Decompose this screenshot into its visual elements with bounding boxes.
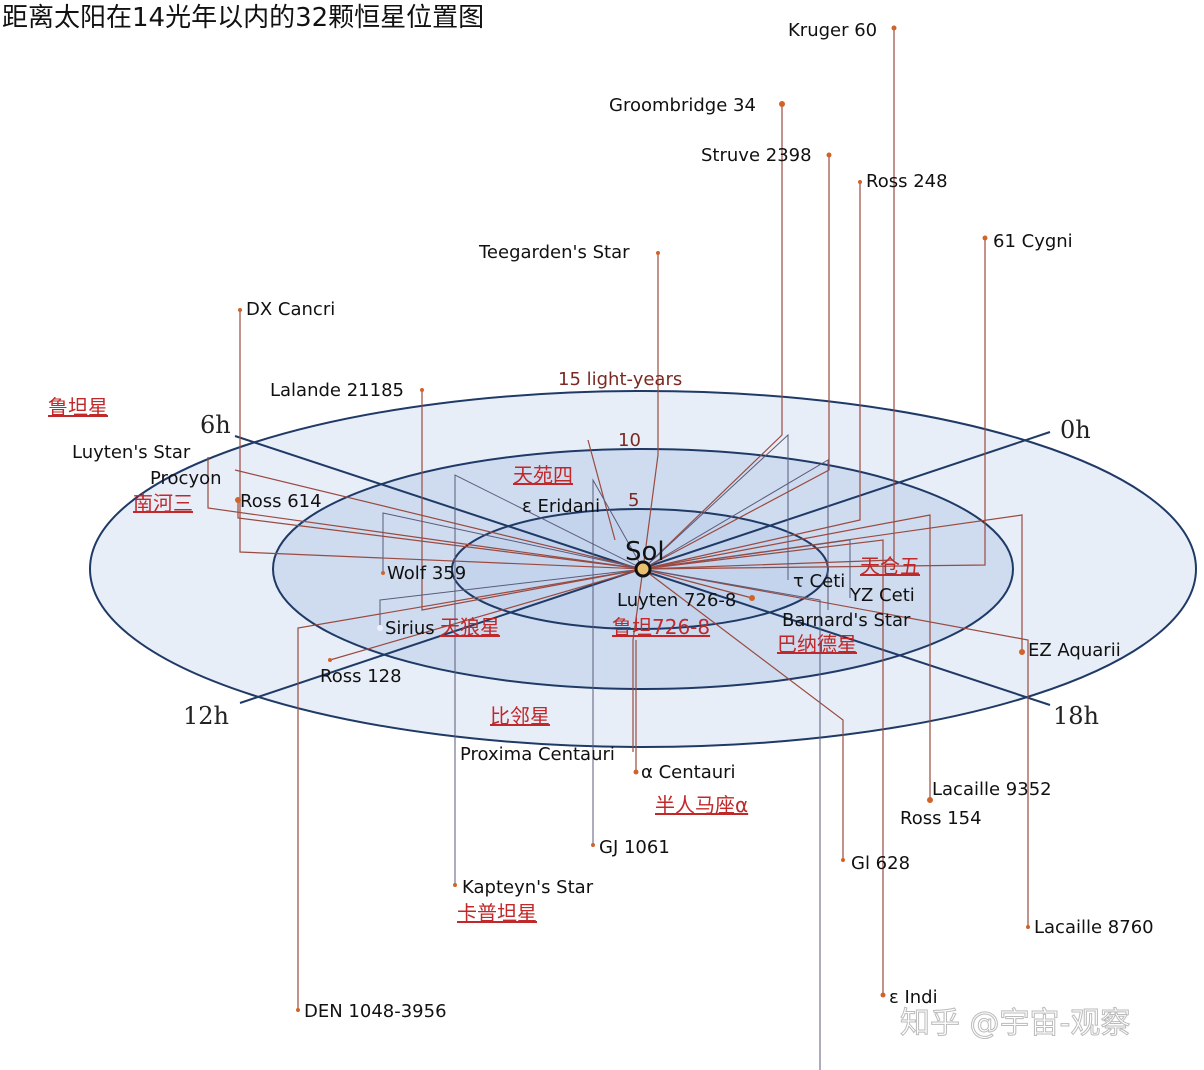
cn-label-luyten726: 鲁坦726-8 [612,615,710,639]
label-kruger-60: Kruger 60 [788,20,877,41]
label-yz-ceti: YZ Ceti [849,585,915,606]
label-gl-628: Gl 628 [851,853,910,874]
ring-label-10: 10 [618,430,641,451]
label-lalande: Lalande 21185 [270,380,404,401]
title: 距离太阳在14光年以内的32颗恒星位置图 [2,3,484,33]
label-teegarden: Teegarden's Star [478,242,630,263]
cn-label-alpha-centauri: 半人马座α [655,793,748,817]
hour-18h: 18h [1053,702,1099,730]
label-groombridge-34: Groombridge 34 [609,95,756,116]
cn-label-barnard: 巴纳德星 [777,632,857,656]
label-proxima: Proxima Centauri [460,744,615,765]
label-61-cygni: 61 Cygni [993,231,1073,252]
label-luyten-726-8: Luyten 726-8 [617,590,736,611]
label-ross-248: Ross 248 [866,171,948,192]
ring-label-5: 5 [628,490,639,511]
star-markers [235,25,1030,1012]
label-ez-aquarii: EZ Aquarii [1028,640,1121,661]
watermark: 知乎 @宇宙-观察 [900,1006,1130,1041]
label-sirius: Sirius [385,618,435,639]
hour-12h: 12h [183,702,229,730]
label-ross-614: Ross 614 [240,491,322,512]
label-gj-1061: GJ 1061 [599,837,670,858]
label-struve-2398: Struve 2398 [701,145,812,166]
label-procyon: Procyon [150,468,222,489]
label-alpha-centauri: α Centauri [641,762,736,783]
hour-6h: 6h [200,411,231,439]
cn-label-kapteyn: 卡普坦星 [457,901,537,925]
hour-0h: 0h [1060,416,1091,444]
cn-label-procyon: 南河三 [133,491,193,515]
label-luytens-star: Luyten's Star [72,442,191,463]
label-lacaille-9352: Lacaille 9352 [932,779,1052,800]
label-ross-128: Ross 128 [320,666,402,687]
chinese-labels: 鲁坦星 南河三 天苑四 天狼星 鲁坦726-8 巴纳德星 天仓五 比邻星 半人马… [48,395,920,925]
label-lacaille-8760: Lacaille 8760 [1034,917,1154,938]
sol-label: Sol [625,537,665,567]
label-den-1048: DEN 1048-3956 [304,1001,447,1022]
cn-label-tau-ceti: 天仓五 [860,554,920,578]
cn-label-sirius: 天狼星 [440,615,500,639]
sun-marker [634,560,652,578]
ring-label-15: 15 light-years [558,369,682,390]
label-eps-eridani: ε Eridani [522,496,600,517]
label-dx-cancri: DX Cancri [246,299,335,320]
cn-label-eridani: 天苑四 [513,463,573,487]
cn-label-proxima: 比邻星 [490,704,550,728]
label-ross-154: Ross 154 [900,808,982,829]
label-eps-indi: ε Indi [889,987,938,1008]
star-labels: Kruger 60 Groombridge 34 Struve 2398 Ros… [72,20,1154,1022]
label-kapteyn: Kapteyn's Star [462,877,594,898]
label-wolf-359: Wolf 359 [387,563,466,584]
label-barnards-star: Barnard's Star [782,610,911,631]
cn-label-luytens: 鲁坦星 [48,395,108,419]
label-tau-ceti: τ Ceti [793,571,845,592]
drop-lines [207,28,1029,1070]
